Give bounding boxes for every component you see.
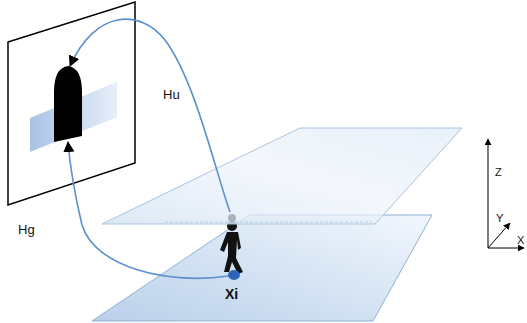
axis-triad bbox=[488, 139, 524, 248]
head-homography-arc bbox=[70, 19, 230, 212]
axis-label: Y bbox=[496, 213, 503, 224]
plane-guide bbox=[165, 222, 372, 223]
axis-label: Z bbox=[495, 167, 502, 178]
ground-plane bbox=[92, 215, 432, 321]
homography-label: Hg bbox=[18, 223, 35, 236]
person-figure bbox=[220, 221, 243, 280]
ground-homography-arc bbox=[68, 142, 228, 278]
head-point bbox=[228, 214, 236, 222]
image-silhouette bbox=[54, 66, 82, 142]
axis-label: X bbox=[517, 235, 524, 246]
homography-label: Hu bbox=[163, 88, 180, 101]
head-plane bbox=[102, 128, 462, 224]
point-label: Xi bbox=[225, 287, 238, 301]
